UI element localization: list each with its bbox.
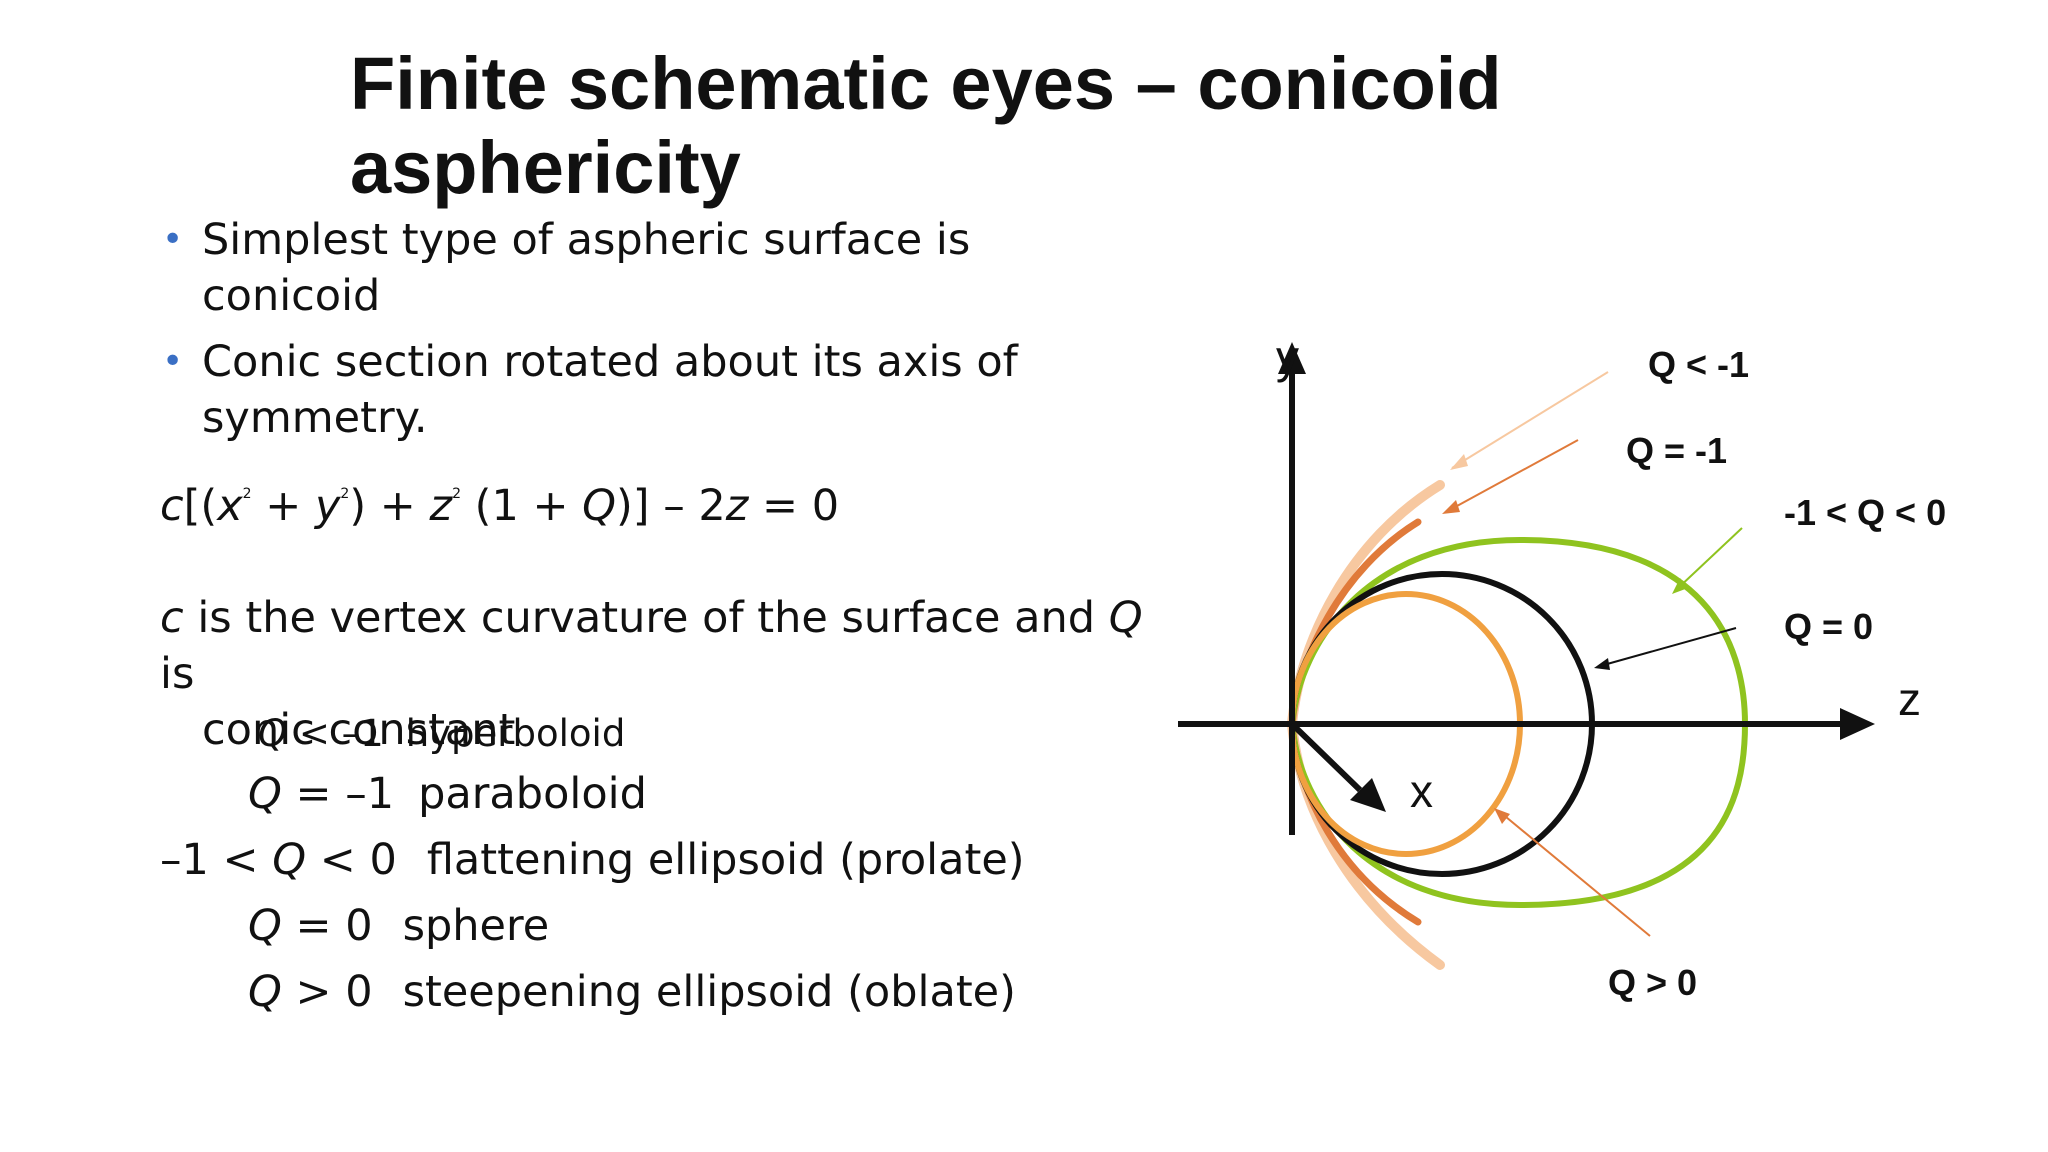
conicoid-diagram xyxy=(1178,342,1875,970)
q-condition: < 0 xyxy=(306,835,397,885)
label-q-lt-m1: Q < -1 xyxy=(1648,344,1750,385)
eq-part: )] – 2 xyxy=(616,481,726,531)
conicoid-equation: c[(x2 + y2) + z2 (1 + Q)] – 2z = 0 xyxy=(160,466,839,534)
pointer-q-between xyxy=(1675,527,1743,591)
eq-c: c xyxy=(160,481,184,531)
pointer-head xyxy=(1494,808,1510,824)
q-condition: > 0 xyxy=(281,967,373,1017)
pointer-head xyxy=(1594,658,1610,670)
conic-name: paraboloid xyxy=(418,769,647,819)
eq-part: ) + xyxy=(349,481,430,531)
q-symbol: Q xyxy=(272,835,307,885)
eq-part: (1 + xyxy=(461,481,583,531)
description: c is the vertex curvature of the surface… xyxy=(160,590,1160,758)
label-q-eq-0: Q = 0 xyxy=(1784,606,1874,647)
q-condition: = 0 xyxy=(281,901,373,951)
bullet-list: • Simplest type of aspheric surface is c… xyxy=(160,212,1160,456)
bullet-dot-icon: • xyxy=(162,341,184,382)
description-line: conic constant xyxy=(202,705,516,755)
eq-exponent: 2 xyxy=(340,486,350,502)
eq-x: x xyxy=(217,481,243,531)
conic-name: flattening ellipsoid (prolate) xyxy=(426,835,1025,885)
conic-row-hyperboloid: Q < –1 hyperboloid xyxy=(258,706,625,762)
pointer-q-eq-0 xyxy=(1599,627,1737,667)
q-symbol: Q xyxy=(248,901,282,951)
desc-q: Q xyxy=(1108,593,1143,643)
q-condition: = –1 xyxy=(281,769,395,819)
q-symbol: Q xyxy=(248,967,282,1017)
z-axis-arrowhead xyxy=(1840,708,1875,740)
description-line: c is the vertex curvature of the surface… xyxy=(160,590,1160,702)
slide-title: Finite schematic eyes – conicoid aspheri… xyxy=(350,42,1502,209)
conic-name: steepening ellipsoid (oblate) xyxy=(402,967,1016,1017)
bullet-dot-icon: • xyxy=(162,219,184,260)
eq-part: + xyxy=(251,481,315,531)
q-symbol: Q xyxy=(248,769,282,819)
eq-part: [( xyxy=(183,481,218,531)
x-axis-arrowhead xyxy=(1350,778,1386,812)
y-axis-arrowhead xyxy=(1278,342,1306,374)
bullet-text: Simplest type of aspheric surface is con… xyxy=(202,215,971,321)
pointer-head xyxy=(1672,578,1688,594)
eq-z: z xyxy=(429,481,453,531)
q-symbol: Q xyxy=(258,712,288,755)
label-q-gt-0: Q > 0 xyxy=(1608,962,1698,1003)
pointer-q-lt-m1 xyxy=(1451,371,1609,469)
label-q-between: -1 < Q < 0 xyxy=(1784,492,1947,533)
conic-row-oblate: Q > 0 steepening ellipsoid (oblate) xyxy=(248,964,1016,1020)
desc-text: is the vertex curvature of the surface a… xyxy=(183,593,1109,643)
x-axis xyxy=(1289,721,1363,793)
eq-part: = 0 xyxy=(748,481,840,531)
y-axis-label: y xyxy=(1276,331,1299,383)
bullet-item: • Simplest type of aspheric surface is c… xyxy=(160,212,1160,324)
conic-name: sphere xyxy=(402,901,550,951)
pointer-head xyxy=(1442,500,1460,514)
pointer-q-gt-0 xyxy=(1499,811,1651,937)
conic-name: hyperboloid xyxy=(405,712,626,755)
conic-row-paraboloid: Q = –1 paraboloid xyxy=(248,766,647,822)
pointer-q-eq-m1 xyxy=(1445,439,1579,513)
bullet-item: • Conic section rotated about its axis o… xyxy=(160,334,1160,446)
desc-text: is xyxy=(160,649,195,699)
bullet-text: Conic section rotated about its axis of … xyxy=(202,337,1018,443)
z-axis-label: z xyxy=(1898,673,1921,725)
eq-exponent: 2 xyxy=(452,486,461,502)
conic-row-sphere: Q = 0 sphere xyxy=(248,898,549,954)
q-condition: < –1 xyxy=(287,712,384,755)
conic-row-prolate: –1 < Q < 0 flattening ellipsoid (prolate) xyxy=(160,832,1025,888)
x-axis-label: x xyxy=(1410,765,1433,817)
q-prefix: –1 < xyxy=(160,835,273,885)
eq-q: Q xyxy=(582,481,617,531)
eq-exponent: 2 xyxy=(242,486,252,502)
desc-c: c xyxy=(160,593,184,643)
pointer-head xyxy=(1450,454,1468,470)
eq-z: z xyxy=(725,481,749,531)
eq-y: y xyxy=(314,481,341,531)
label-q-eq-m1: Q = -1 xyxy=(1626,430,1728,471)
